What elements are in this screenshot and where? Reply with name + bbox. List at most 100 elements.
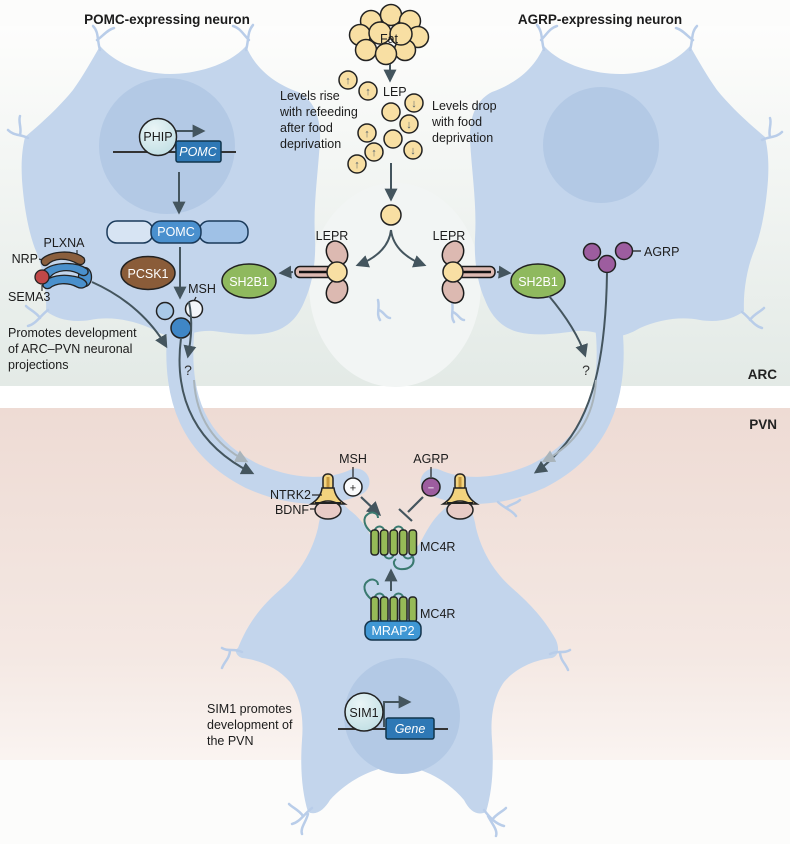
pomc-gene-label: POMC	[179, 145, 217, 159]
sim1-transcription: SIM1 Gene	[338, 692, 448, 740]
gene-label: Gene	[395, 722, 426, 736]
agrp-molecules: AGRP	[582, 241, 679, 274]
ntrk2-label: NTRK2	[270, 488, 311, 502]
transcription-arrow	[383, 695, 412, 727]
levels-rise-note: Levels rise with refeeding after food de…	[279, 89, 358, 151]
msh-pvn-label: MSH	[339, 452, 367, 466]
sh2b1-label: SH2B1	[518, 275, 558, 289]
lep-level-down-icons: ↓ ↓ ↓	[406, 98, 417, 157]
up-arrow-icon: ↑	[365, 86, 371, 98]
down-arrow-icon: ↓	[406, 119, 412, 131]
sema3-complex: PLXNA NRP SEMA3	[8, 236, 93, 304]
pomc-neuron-title: POMC-expressing neuron	[84, 12, 250, 27]
sema3-promotes-arrow	[91, 281, 168, 349]
ntrk2-skirt	[440, 487, 480, 505]
peptide-icon	[184, 299, 204, 319]
sim1-label: SIM1	[349, 706, 378, 720]
note-line: the PVN	[207, 734, 254, 748]
mrap2-label: MRAP2	[371, 624, 414, 638]
lep-circles: ↑ ↑ ↑ ↑ ↑ ↓ ↓ ↓	[338, 70, 424, 174]
up-arrow-icon: ↑	[371, 147, 377, 159]
region-gap	[0, 386, 790, 408]
agrp-inhibits-tbar	[398, 496, 424, 522]
levels-drop-note: Levels drop with food deprivation	[431, 99, 497, 145]
msh-plus-icon	[343, 477, 363, 497]
pomc-segment	[150, 220, 202, 244]
agrp-icon	[597, 254, 617, 274]
lepr-left-label: LEPR	[316, 229, 349, 243]
msh-activates-arrow	[360, 496, 382, 516]
pomc-projection-line	[178, 337, 255, 475]
dendrites	[6, 23, 784, 838]
lepr-right-label: LEPR	[433, 229, 466, 243]
pvn-neuron-body	[235, 487, 559, 814]
fat-cluster-icon	[348, 3, 430, 66]
phip-shape	[138, 117, 178, 157]
note-line: with food	[431, 115, 482, 129]
sh2b1-shape	[510, 263, 566, 299]
up-arrow-icon: ↑	[345, 75, 351, 87]
plxna-label: PLXNA	[44, 236, 86, 250]
pvn-region-label: PVN	[749, 417, 777, 432]
msh-question-arrow	[183, 301, 197, 359]
note-line: Levels rise	[280, 89, 340, 103]
pvn-synapse: MSH + AGRP − NTRK2 BDNF	[270, 452, 480, 522]
down-arrow-icon: ↓	[410, 145, 416, 157]
fat-label: Fat	[380, 32, 399, 46]
agrp-neuron-title: AGRP-expressing neuron	[518, 12, 682, 27]
ntrk2-receptor-right	[440, 473, 480, 520]
sh2b1-question-arrow	[548, 295, 588, 358]
mc4r-cyto-label: MC4R	[420, 607, 455, 621]
pcsk1-label: PCSK1	[128, 267, 169, 281]
phip-label: PHIP	[143, 130, 172, 144]
pcsk1-shape	[120, 255, 176, 291]
sh2b1-label: SH2B1	[229, 275, 269, 289]
sema3-ligand-icon	[34, 269, 50, 285]
plxna-shape	[40, 251, 86, 267]
lepr-right: LEPR	[433, 229, 512, 304]
note-line: with refeeding	[279, 105, 358, 119]
agrp-icon	[582, 242, 602, 262]
nrp-label: NRP	[12, 252, 38, 266]
arc-region-label: ARC	[748, 367, 777, 382]
mc4r-helices	[370, 529, 418, 556]
pomc-gene-box	[175, 140, 222, 163]
pvn-nucleus	[344, 658, 460, 774]
peptide-icon	[155, 301, 175, 321]
note-line: after food	[280, 121, 333, 135]
sh2b1-shape	[221, 263, 277, 299]
promotes-note: Promotes development of ARC–PVN neuronal…	[8, 326, 137, 372]
mc4r-helices	[370, 596, 418, 623]
sh2b1-left: SH2B1	[221, 263, 277, 299]
bdnf-shape	[314, 500, 342, 520]
agrp-projection-line-light	[541, 379, 597, 463]
agrp-pvn-label: AGRP	[413, 452, 448, 466]
note-line: deprivation	[280, 137, 341, 151]
mrap2-box	[364, 620, 422, 641]
question-mark-left: ?	[184, 362, 192, 378]
msh-peptides: MSH	[155, 282, 216, 339]
note-line: Levels drop	[432, 99, 497, 113]
fat-lep-flow: Fat LEP ↑ ↑ ↑ ↑ ↑ ↓ ↓ ↓ Le	[279, 3, 497, 268]
lepr-left: LEPR	[278, 229, 349, 304]
lep-label: LEP	[383, 85, 407, 99]
agrp-arc-label: AGRP	[644, 245, 679, 259]
lep-level-up-icons: ↑ ↑ ↑ ↑ ↑	[345, 75, 377, 171]
peptide-icon	[170, 317, 192, 339]
question-mark-right: ?	[582, 362, 590, 378]
note-line: projections	[8, 358, 68, 372]
pomc-segment	[198, 220, 249, 244]
note-line: SIM1 promotes	[207, 702, 292, 716]
agrp-projection-line	[533, 272, 608, 474]
mc4r-cyto-group: MC4R MRAP2	[363, 578, 455, 641]
lep-split-right-arrow	[390, 229, 427, 268]
bdnf-shape	[446, 500, 474, 520]
agrp-nucleus	[543, 87, 659, 203]
ntrk2-receptor-left: NTRK2 BDNF	[270, 473, 348, 520]
agrp-icon	[614, 241, 634, 261]
projection-arrows	[91, 272, 608, 475]
pomc-projection-line-light	[193, 379, 249, 463]
bdnf-label: BDNF	[275, 503, 309, 517]
plus-sign: +	[350, 483, 356, 495]
